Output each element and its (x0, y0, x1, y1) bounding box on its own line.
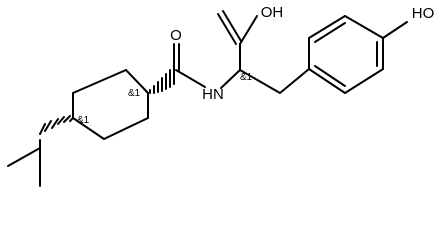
double-bond (314, 65, 346, 87)
stereo-label-ring-upper: &1 (128, 88, 141, 99)
structure-diagram: O HN OH HO &1 &1 &1 (7, 4, 435, 187)
hashed-stereo-bond (149, 66, 175, 94)
acid-oh-label: OH (261, 4, 284, 21)
bond (344, 15, 384, 39)
amide-group (173, 43, 241, 89)
carboxylic-acid-group (217, 10, 258, 71)
bond (308, 68, 346, 94)
phenol-oh-label: HO (412, 5, 435, 22)
benzyl-link (239, 68, 310, 94)
bond (239, 15, 258, 45)
bond (7, 147, 41, 167)
bond (103, 117, 149, 140)
bond (239, 69, 281, 94)
benzene-ring (308, 15, 408, 94)
stereo-label-ring-lower: &1 (77, 115, 90, 126)
double-bond (217, 13, 237, 45)
isopropyl-group (7, 115, 74, 187)
carbonyl-oxygen-label: O (170, 27, 182, 44)
bond (72, 117, 105, 140)
amide-nh-label: HN (202, 86, 224, 103)
double-bond (222, 10, 242, 42)
double-bond (314, 22, 346, 43)
bond (308, 15, 346, 39)
bond (125, 69, 149, 94)
cyclohexane-ring (72, 69, 149, 140)
bond (344, 68, 384, 94)
molecule-drawing: O HN OH HO &1 &1 &1 (7, 4, 435, 187)
bond (382, 21, 408, 39)
bond (175, 69, 206, 88)
bond (220, 69, 241, 89)
stereo-label-alpha-carbon: &1 (240, 72, 253, 83)
bond (72, 69, 127, 94)
bond (279, 68, 310, 94)
